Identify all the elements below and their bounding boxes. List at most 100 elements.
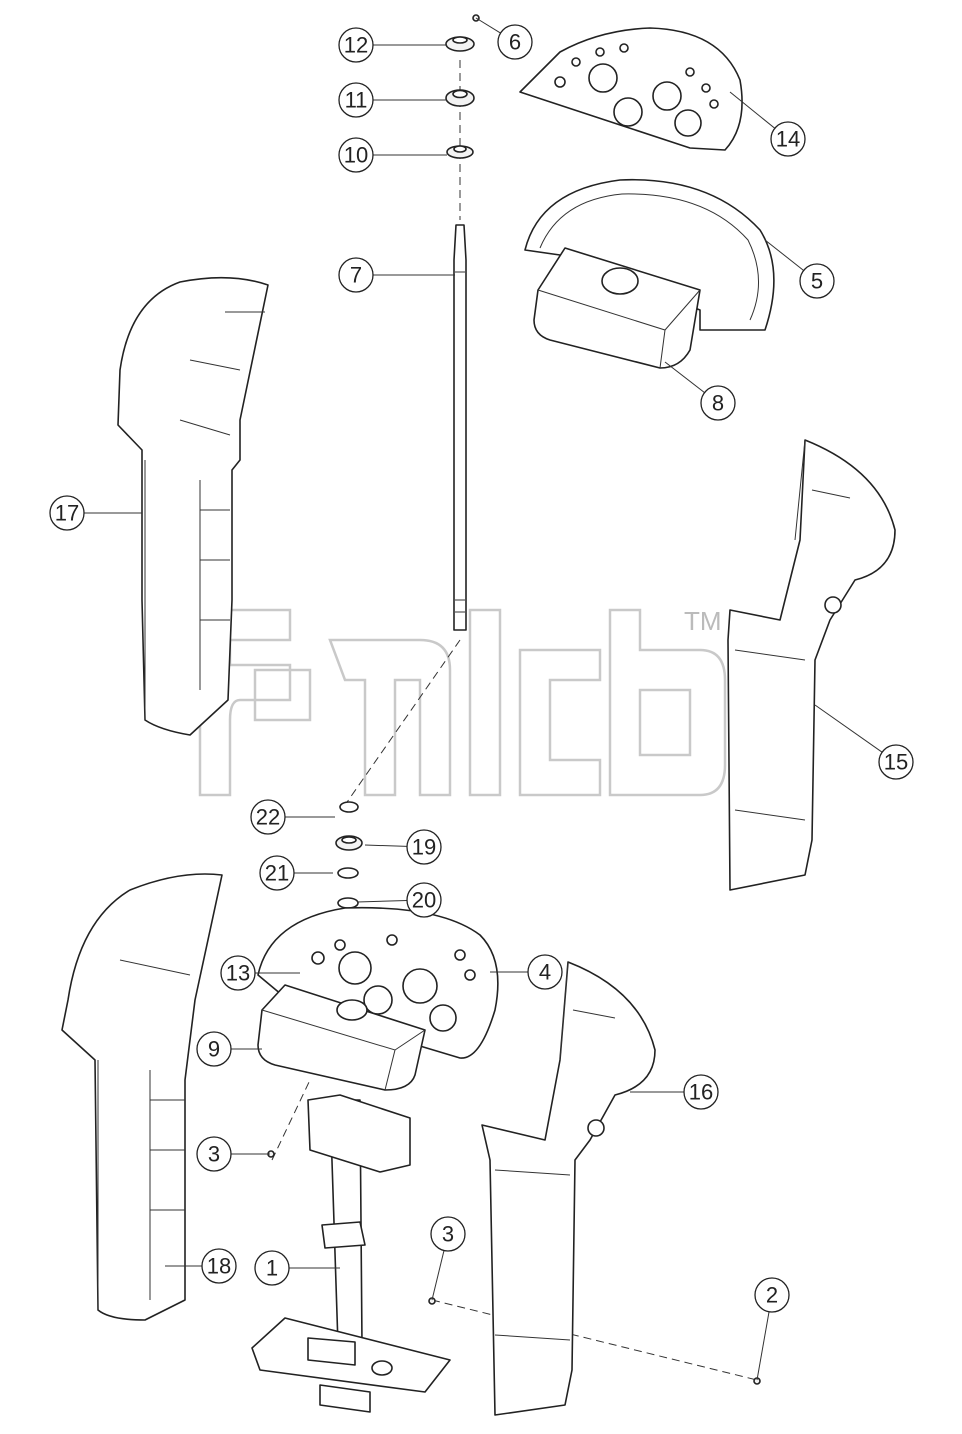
callout-circle xyxy=(754,1277,790,1313)
callout-number: 17 xyxy=(55,501,79,526)
part-19-bushing xyxy=(335,835,363,851)
callout-c3b: 3 xyxy=(430,1216,466,1301)
callout-leader xyxy=(729,91,776,129)
callout-c15: 15 xyxy=(814,704,914,780)
callout-number: 22 xyxy=(256,805,280,830)
callout-circle xyxy=(527,954,563,990)
callout-c9: 9 xyxy=(196,1031,262,1067)
callout-c11: 11 xyxy=(338,82,447,118)
watermark-tm: TM xyxy=(684,606,722,636)
callout-c19: 19 xyxy=(364,829,442,865)
part-20-ring xyxy=(337,897,359,909)
part-17-left-panel xyxy=(117,276,269,736)
callout-leader xyxy=(364,844,408,847)
callout-circle xyxy=(799,263,835,299)
callout-number: 18 xyxy=(207,1254,231,1279)
part-8-cap-box xyxy=(533,247,701,369)
callout-number: 16 xyxy=(689,1080,713,1105)
callout-leader xyxy=(431,1250,445,1301)
callout-number: 8 xyxy=(712,391,724,416)
callout-leader xyxy=(764,239,804,271)
callout-number: 19 xyxy=(412,835,436,860)
callout-number: 6 xyxy=(509,30,521,55)
callout-number: 14 xyxy=(776,127,800,152)
callout-number: 12 xyxy=(344,33,368,58)
callout-c20: 20 xyxy=(356,882,442,918)
callout-circle xyxy=(338,137,374,173)
callout-number: 4 xyxy=(539,960,551,985)
callout-circle xyxy=(338,257,374,293)
part-10-washer xyxy=(446,145,474,159)
callout-c2: 2 xyxy=(754,1277,790,1381)
callout-circle xyxy=(259,855,295,891)
callout-number: 15 xyxy=(884,750,908,775)
callout-number: 20 xyxy=(412,888,436,913)
callout-number: 13 xyxy=(226,961,250,986)
callout-number: 3 xyxy=(208,1142,220,1167)
callout-c5: 5 xyxy=(764,239,835,299)
part-18-lower-left-panel xyxy=(61,873,223,1321)
callout-c10: 10 xyxy=(338,137,447,173)
callout-c16: 16 xyxy=(630,1074,719,1110)
part-12-cap xyxy=(445,36,475,52)
callout-c6: 6 xyxy=(475,17,533,60)
callout-number: 3 xyxy=(442,1222,454,1247)
callout-number: 7 xyxy=(350,263,362,288)
part-1-column xyxy=(251,1094,451,1413)
callout-c8: 8 xyxy=(664,361,736,421)
part-22-ring xyxy=(339,801,359,813)
callout-circle xyxy=(338,82,374,118)
callout-number: 2 xyxy=(766,1283,778,1308)
callout-circle xyxy=(430,1216,466,1252)
callout-circle xyxy=(406,829,442,865)
callout-circle xyxy=(497,24,533,60)
part-11-bearing xyxy=(445,89,475,107)
callout-c7: 7 xyxy=(338,257,455,293)
part-4-lower-console xyxy=(257,906,499,1059)
callout-circle xyxy=(220,955,256,991)
callout-number: 1 xyxy=(266,1256,278,1281)
callout-circle xyxy=(770,121,806,157)
callout-leader xyxy=(475,17,501,34)
callout-c14: 14 xyxy=(729,91,806,157)
callout-circle xyxy=(196,1136,232,1172)
part-16-lower-right-panel xyxy=(481,961,656,1416)
callout-circle xyxy=(406,882,442,918)
callout-circle xyxy=(700,385,736,421)
part-15-right-panel xyxy=(727,439,896,891)
callout-c1: 1 xyxy=(254,1250,340,1286)
callout-circle xyxy=(338,27,374,63)
callout-number: 9 xyxy=(208,1037,220,1062)
watermark-logo: TM xyxy=(198,606,727,797)
callout-leader xyxy=(814,704,883,753)
callout-circle xyxy=(49,495,85,531)
part-5-console-bezel xyxy=(524,178,775,331)
callout-number: 21 xyxy=(265,861,289,886)
callout-number: 11 xyxy=(345,88,368,113)
callout-number: 10 xyxy=(344,143,368,168)
assembly-axis xyxy=(271,60,758,1381)
callout-c21: 21 xyxy=(259,855,333,891)
part-14-top-plate xyxy=(519,27,743,151)
callout-leader xyxy=(664,361,705,393)
callout-c17: 17 xyxy=(49,495,142,531)
callout-c18: 18 xyxy=(165,1248,237,1284)
callout-circle xyxy=(683,1074,719,1110)
callout-c13: 13 xyxy=(220,955,300,991)
callout-circle xyxy=(254,1250,290,1286)
callout-c4: 4 xyxy=(490,954,563,990)
callout-circle xyxy=(878,744,914,780)
callout-circle xyxy=(201,1248,237,1284)
callout-circle xyxy=(250,799,286,835)
callout-leader xyxy=(356,900,408,903)
callout-c22: 22 xyxy=(250,799,335,835)
part-21-ring xyxy=(337,867,359,879)
part-7-shaft xyxy=(453,224,467,631)
callout-c3a: 3 xyxy=(196,1136,270,1172)
callout-leader xyxy=(756,1311,770,1381)
callout-circle xyxy=(196,1031,232,1067)
callout-c12: 12 xyxy=(338,27,447,63)
callout-number: 5 xyxy=(811,269,823,294)
